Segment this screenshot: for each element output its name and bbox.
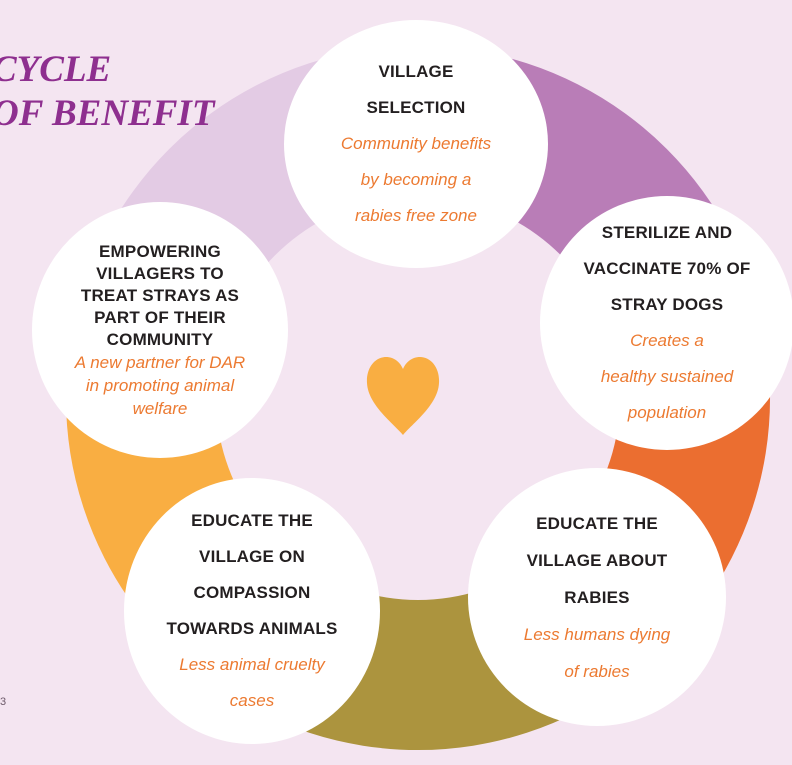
heading-line: VILLAGE ABOUT	[526, 550, 668, 570]
stage-educate-compassion: EDUCATE THE VILLAGE ON COMPASSION TOWARD…	[124, 478, 380, 744]
stage-village-selection: VILLAGE SELECTION Community benefits by …	[284, 20, 548, 268]
description-line: by becoming a	[360, 170, 472, 189]
heading-line: EDUCATE THE	[191, 511, 313, 530]
stage-educate-rabies: EDUCATE THE VILLAGE ABOUT RABIES Less hu…	[468, 468, 726, 726]
stage-sterilize-vaccinate: STERILIZE AND VACCINATE 70% OF STRAY DOG…	[540, 196, 792, 450]
heading-line: COMMUNITY	[106, 329, 214, 349]
heading-line: VILLAGERS TO	[96, 263, 224, 283]
description-line: in promoting animal	[85, 375, 235, 395]
heading-line: TOWARDS ANIMALS	[166, 619, 338, 638]
description-line: cases	[229, 691, 275, 710]
description-line: A new partner for DAR	[74, 352, 246, 372]
stage-empowering-villagers: EMPOWERING VILLAGERS TO TREAT STRAYS AS …	[32, 202, 288, 458]
page-number: 3	[0, 696, 7, 708]
stage-description: Less humans dying of rabies	[524, 616, 670, 690]
stage-description: Less animal cruelty cases	[179, 647, 325, 719]
stage-heading: EDUCATE THE VILLAGE ON COMPASSION TOWARD…	[166, 503, 337, 647]
description-line: Less animal cruelty	[179, 655, 325, 674]
description-line: Less humans dying	[523, 624, 671, 644]
stage-description: Community benefits by becoming a rabies …	[341, 126, 491, 234]
heading-line: VILLAGE ON	[199, 547, 305, 566]
description-line: population	[627, 403, 707, 422]
heading-line: VACCINATE 70% OF	[583, 259, 751, 278]
description-line: Community benefits	[340, 134, 492, 153]
heading-line: PART OF THEIR	[94, 307, 226, 327]
heart-icon	[366, 357, 440, 435]
stage-heading: EDUCATE THE VILLAGE ABOUT RABIES	[527, 505, 668, 616]
heading-line: EDUCATE THE	[536, 513, 658, 533]
heading-line: VILLAGE	[378, 62, 454, 81]
stage-description: Creates a healthy sustained population	[601, 323, 733, 431]
stage-heading: STERILIZE AND VACCINATE 70% OF STRAY DOG…	[584, 215, 751, 323]
heading-line: RABIES	[564, 587, 630, 607]
stage-heading: EMPOWERING VILLAGERS TO TREAT STRAYS AS …	[81, 241, 239, 351]
description-line: rabies free zone	[355, 206, 477, 225]
description-line: of rabies	[564, 661, 630, 681]
title-line-2: OF BENEFIT	[0, 93, 215, 134]
page-title: CYCLE OF BENEFIT	[0, 48, 214, 136]
heading-line: STERILIZE AND	[601, 223, 733, 242]
heading-line: COMPASSION	[193, 583, 311, 602]
description-line: Creates a	[630, 331, 704, 350]
heading-line: TREAT STRAYS AS	[80, 285, 240, 305]
description-line: healthy sustained	[600, 367, 734, 386]
stage-heading: VILLAGE SELECTION	[366, 54, 465, 126]
title-line-1: CYCLE	[0, 49, 112, 90]
heading-line: STRAY DOGS	[610, 295, 724, 314]
description-line: welfare	[132, 398, 188, 418]
heading-line: SELECTION	[366, 98, 466, 117]
heading-line: EMPOWERING	[99, 241, 221, 261]
stage-description: A new partner for DAR in promoting anima…	[75, 351, 245, 420]
